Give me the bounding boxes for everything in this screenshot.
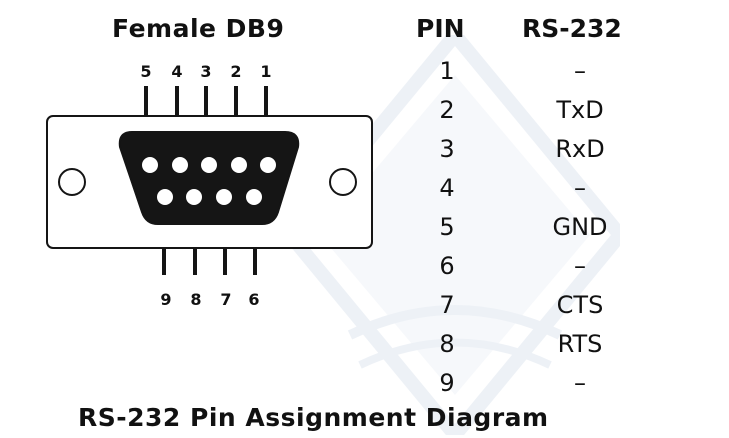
pin-signal: CTS	[556, 291, 604, 319]
top-pin-label: 2	[230, 62, 242, 81]
mounting-hole-right	[329, 168, 357, 196]
bottom-row-pin-holes	[157, 189, 262, 205]
connector-title: Female DB9	[112, 14, 285, 43]
pin-signal: –	[574, 369, 586, 397]
db9-connector-diagram	[46, 86, 373, 275]
pin-signal: GND	[552, 213, 608, 241]
diagram-caption: RS-232 Pin Assignment Diagram	[78, 403, 549, 432]
mounting-hole-left	[58, 168, 86, 196]
pin-number: 8	[439, 330, 455, 358]
pin-signal: RTS	[557, 330, 603, 358]
pin-number: 2	[439, 96, 455, 124]
top-pin-label: 1	[260, 62, 272, 81]
bottom-pin-label: 7	[220, 290, 232, 309]
bottom-pin-label: 8	[190, 290, 202, 309]
pin-signal: –	[574, 174, 586, 202]
bottom-pin-label: 6	[248, 290, 260, 309]
top-pin-label: 5	[140, 62, 152, 81]
pin-number: 7	[439, 291, 455, 319]
pin-number: 6	[439, 252, 455, 280]
pin-number: 9	[439, 369, 455, 397]
pin-signal: TxD	[556, 96, 604, 124]
pin-number: 4	[439, 174, 455, 202]
top-row-pin-holes	[142, 157, 276, 173]
pin-number: 5	[439, 213, 455, 241]
bottom-pin-label: 9	[160, 290, 172, 309]
pin-signal: –	[574, 252, 586, 280]
pin-number: 1	[439, 57, 455, 85]
top-pin-label: 4	[171, 62, 183, 81]
pin-signal: –	[574, 57, 586, 85]
pin-number: 3	[439, 135, 455, 163]
pin-column-header: PIN	[416, 14, 465, 43]
top-pin-label: 3	[200, 62, 212, 81]
signal-column-header: RS-232	[522, 14, 622, 43]
pin-signal: RxD	[555, 135, 605, 163]
connector-shell	[118, 131, 300, 225]
